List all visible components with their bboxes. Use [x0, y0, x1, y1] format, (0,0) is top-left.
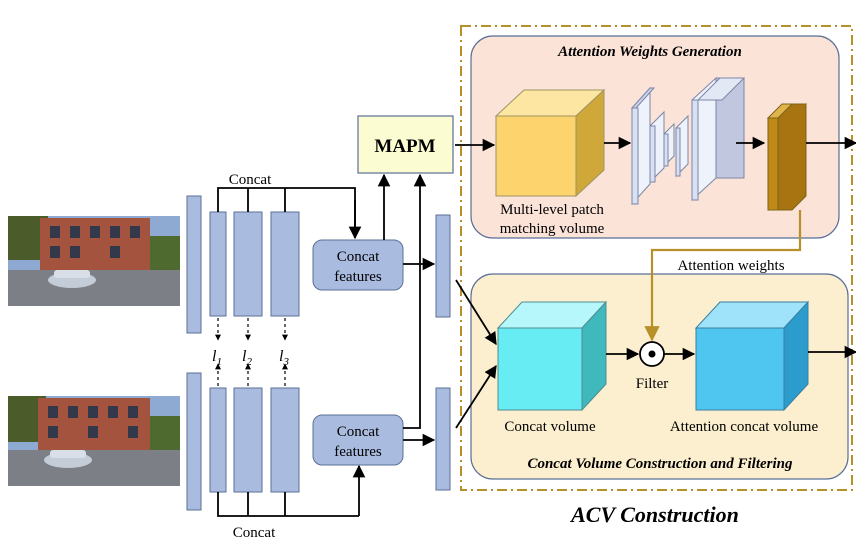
level-labels: l1 l2 l3 — [212, 348, 289, 368]
patch-volume-label-1: Multi-level patch — [500, 202, 604, 218]
patch-volume-label-2: matching volume — [500, 221, 605, 237]
level-label-2: l2 — [242, 348, 252, 368]
concat-features-top-line1: Concat — [337, 249, 380, 265]
left-image — [8, 216, 180, 306]
feature-map-right-1 — [209, 387, 227, 493]
concat-top-label: Concat — [229, 172, 272, 188]
level-label-3: l3 — [279, 348, 289, 368]
concat-panel-title: Concat Volume Construction and Filtering — [527, 456, 793, 472]
acv-construction-title: ACV Construction — [569, 502, 739, 527]
feature-map-left-1 — [209, 211, 227, 317]
concat-bottom-connector — [217, 492, 359, 517]
concat-feature-map-top — [435, 214, 451, 318]
hourglass-network — [630, 76, 746, 206]
concat-bottom-label: Concat — [233, 525, 276, 541]
feature-map-left-0 — [186, 195, 202, 334]
acv-construction-box — [460, 25, 853, 491]
mapm-box — [357, 115, 454, 174]
mapm-label: MAPM — [374, 136, 435, 157]
attention-weights-arrow — [644, 210, 802, 342]
right-image — [8, 396, 180, 486]
filter-label: Filter — [636, 376, 669, 392]
attention-concat-volume-cube — [694, 300, 810, 412]
concat-features-top-line2: features — [334, 269, 382, 285]
attention-weight-slab — [766, 103, 808, 211]
level-arrows — [215, 318, 288, 386]
concat-features-bottom-line1: Concat — [337, 424, 380, 440]
concat-features-top — [312, 239, 404, 291]
feature-map-left-2 — [233, 211, 263, 317]
feature-map-left-3 — [270, 211, 300, 317]
attention-concat-volume-label: Attention concat volume — [670, 419, 819, 435]
attention-panel-title: Attention Weights Generation — [557, 44, 742, 60]
feature-map-right-2 — [233, 387, 263, 493]
feature-map-right-3 — [270, 387, 300, 493]
concat-feature-map-bottom — [435, 387, 451, 491]
level-label-1: l1 — [212, 348, 222, 368]
concat-features-bottom-line2: features — [334, 444, 382, 460]
concat-volume-cube — [496, 300, 608, 412]
attention-weights-label: Attention weights — [677, 258, 784, 274]
patch-matching-volume-cube — [494, 88, 606, 198]
concat-volume-label: Concat volume — [504, 419, 596, 435]
feature-map-right-0 — [186, 372, 202, 511]
